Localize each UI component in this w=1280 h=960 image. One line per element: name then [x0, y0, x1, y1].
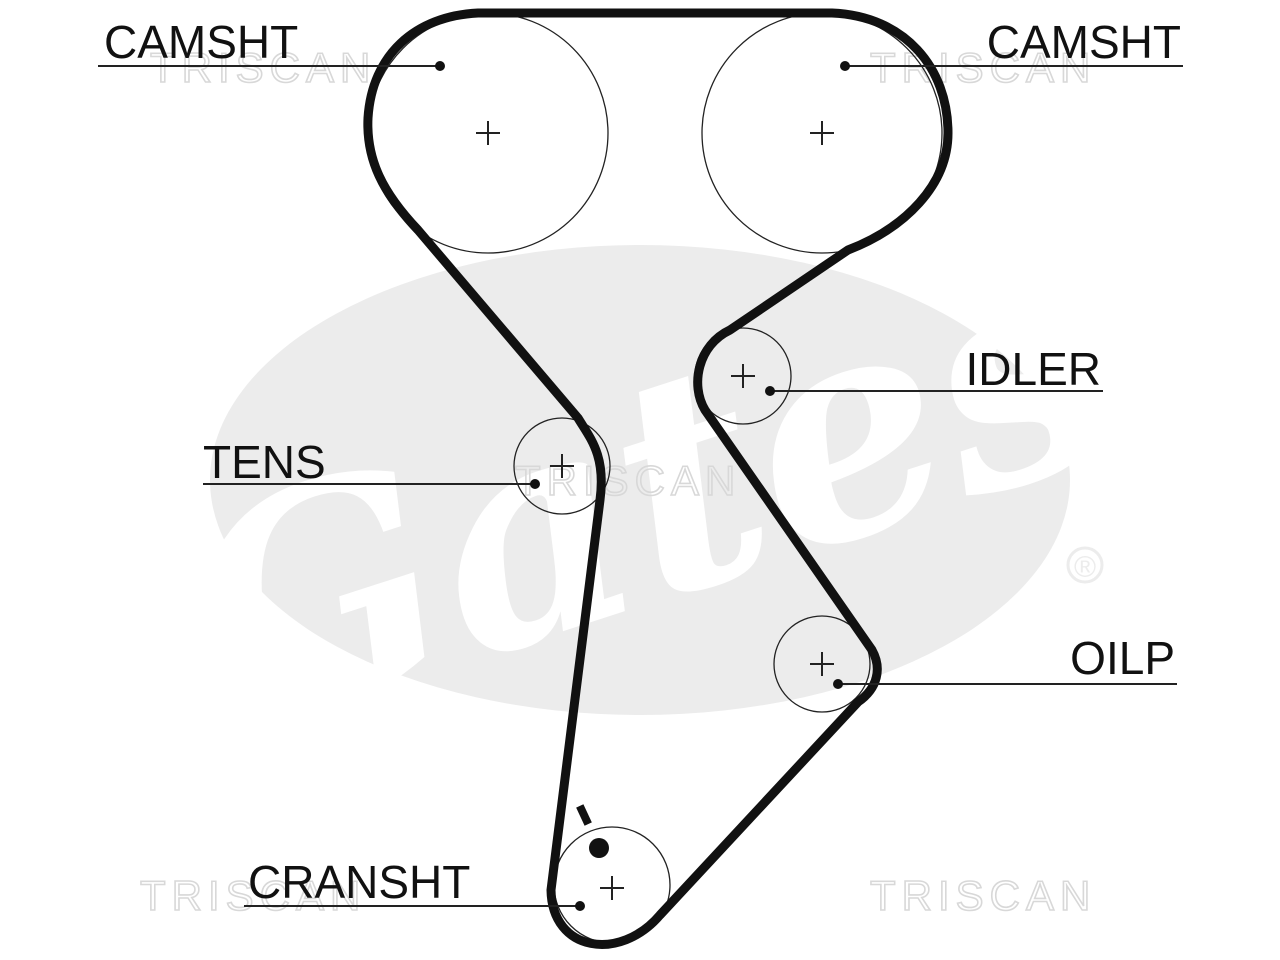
- registered-mark: ®: [1074, 551, 1096, 584]
- pulley-tensioner: [513, 417, 611, 515]
- label-camshaft-left: CAMSHT: [104, 16, 298, 68]
- label-idler: IDLER: [966, 343, 1101, 395]
- watermark-bottom-left: TRISCAN: [140, 872, 366, 919]
- watermark-top-left: TRISCAN: [150, 44, 376, 91]
- watermark-bottom-right: TRISCAN: [870, 872, 1096, 919]
- leader-dot-camshaft-right: [840, 61, 850, 71]
- label-oil-pump: OILP: [1070, 632, 1175, 684]
- crankshaft-timing-mark: [576, 804, 592, 826]
- leader-dot-camshaft-left: [435, 61, 445, 71]
- watermark-middle: TRISCAN: [515, 457, 741, 504]
- leader-dot-crankshaft: [575, 901, 585, 911]
- label-camshaft-right: CAMSHT: [987, 16, 1181, 68]
- gates-logo-ellipse: [210, 245, 1070, 715]
- crankshaft-timing-dot: [589, 838, 609, 858]
- label-tensioner: TENS: [203, 436, 326, 488]
- label-crankshaft: CRANSHT: [248, 856, 470, 908]
- pulley-oil-pump: [773, 615, 871, 713]
- watermark-top-right: TRISCAN: [870, 44, 1096, 91]
- timing-belt: [363, 8, 953, 949]
- registered-circle: [1066, 546, 1104, 584]
- leader-dot-oil-pump: [833, 679, 843, 689]
- leader-dot-tensioner: [530, 479, 540, 489]
- leader-dot-idler: [765, 386, 775, 396]
